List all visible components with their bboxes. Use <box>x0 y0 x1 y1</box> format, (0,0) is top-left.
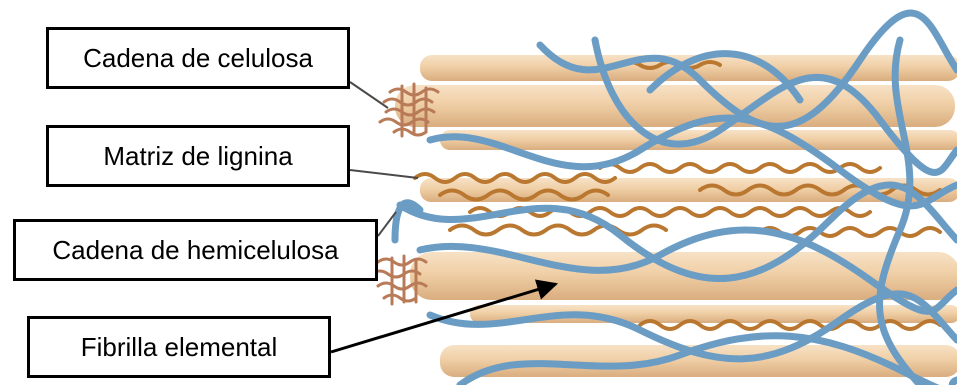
cellulose-fibril <box>410 252 957 300</box>
leader-lignin <box>350 170 418 178</box>
cellulose-chain-text: Cadena de celulosa <box>83 43 313 74</box>
elementary-fibril-text: Fibrilla elemental <box>81 332 278 363</box>
hemicellulose-chain-text: Cadena de hemicelulosa <box>52 235 338 266</box>
lignin-matrix-text: Matriz de lignina <box>103 141 292 172</box>
cellulose-chain-label: Cadena de celulosa <box>46 27 350 89</box>
elementary-fibril-label: Fibrilla elemental <box>27 316 331 378</box>
lignin-matrix-label: Matriz de lignina <box>46 125 350 187</box>
leader-cellulose <box>350 82 388 108</box>
hemicellulose-chain-label: Cadena de hemicelulosa <box>13 219 378 281</box>
